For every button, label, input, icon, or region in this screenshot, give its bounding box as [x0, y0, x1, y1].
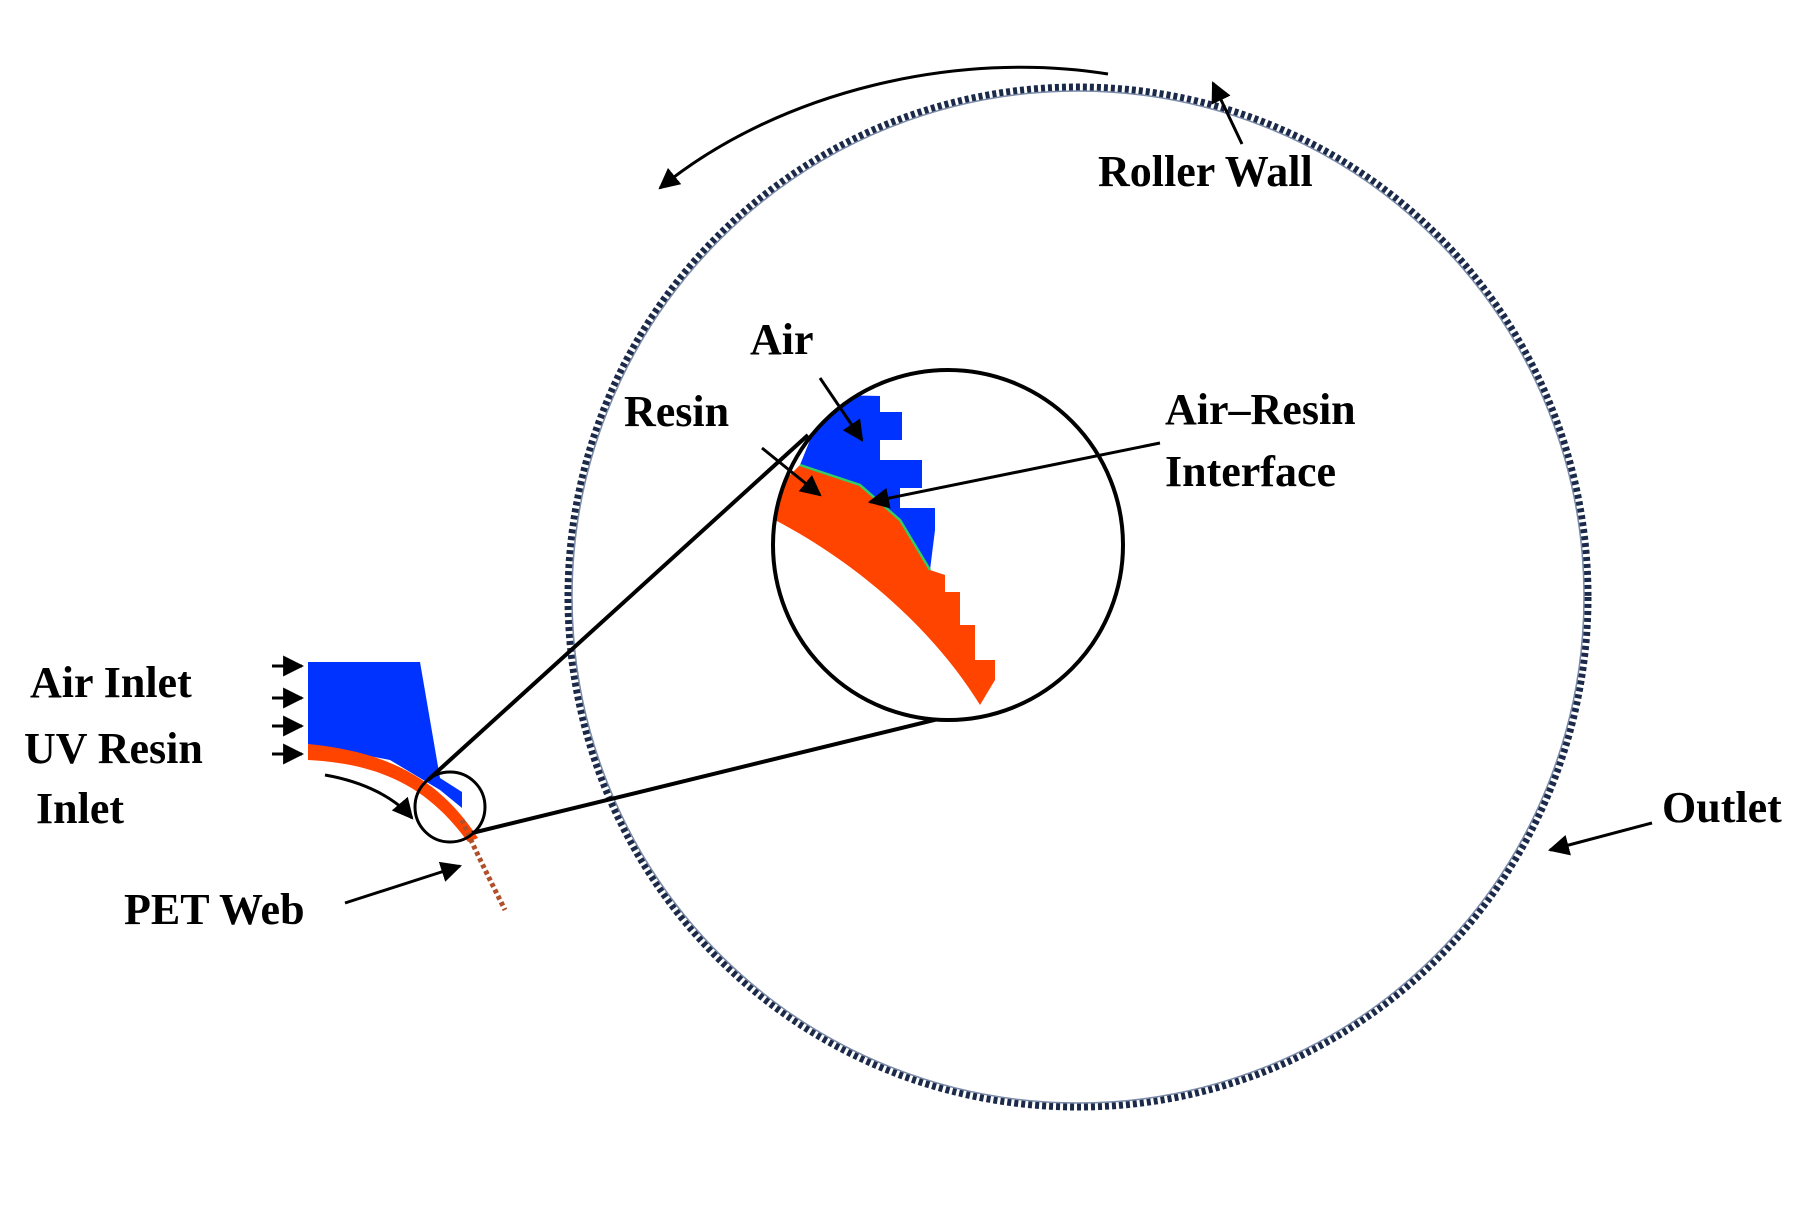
- uv-resin-label-line1: UV Resin: [24, 724, 203, 773]
- air-label: Air: [750, 315, 814, 364]
- zoom-connector-lower: [471, 708, 976, 835]
- zoom-air-region: [800, 395, 935, 570]
- outlet-label: Outlet: [1662, 783, 1782, 832]
- air-inlet-region: [308, 662, 462, 808]
- roller-wall-label: Roller Wall: [1098, 147, 1313, 196]
- roller-wall-inner-edge: [571, 90, 1585, 1104]
- zoom-circle: [771, 368, 1125, 722]
- zoom-connector-upper: [426, 433, 810, 782]
- air-arrow: [818, 377, 864, 442]
- roller-wall-arrow: [1211, 81, 1244, 145]
- pet-web-resin-film: [459, 819, 508, 912]
- air-inlet-label: Air Inlet: [30, 658, 192, 707]
- resin-arrow: [761, 446, 822, 497]
- interface-label-line1: Air–Resin: [1165, 385, 1356, 434]
- interface-label-line2: Interface: [1165, 447, 1336, 496]
- pet-web-label: PET Web: [124, 885, 305, 934]
- outlet-arrow: [1547, 821, 1653, 856]
- roller-wall: [564, 83, 1592, 1111]
- uv-resin-inlet-region: [308, 744, 478, 842]
- zoom-resin-region: [775, 465, 995, 705]
- flow-arrow: [324, 773, 414, 820]
- resin-label: Resin: [624, 387, 729, 436]
- uv-resin-label-line2: Inlet: [36, 784, 124, 833]
- inlet-detail-circle: [413, 770, 487, 844]
- pet-web-arrow: [344, 861, 462, 905]
- rotation-arrow: [658, 65, 1109, 190]
- interface-arrow: [867, 441, 1161, 509]
